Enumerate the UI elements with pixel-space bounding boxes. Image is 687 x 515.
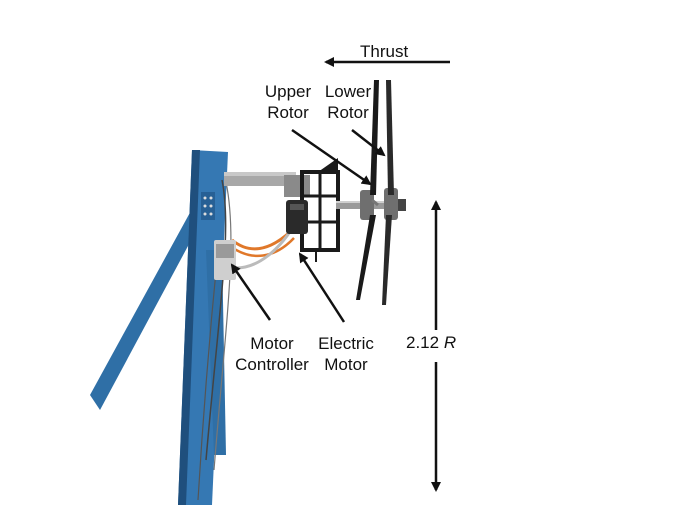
upper-rotor-label-line2: Rotor [267, 103, 309, 122]
dimension-value: 2.12 [406, 333, 440, 352]
lower-rotor-arrow [351, 129, 386, 157]
lower-rotor-label: Lower Rotor [318, 81, 378, 123]
stand-column-edge [178, 150, 200, 505]
upper-rotor-arrow [291, 128, 372, 186]
rotor-boom [224, 172, 310, 197]
electric-motor-label-line1: Electric [318, 334, 374, 353]
motor-controller [214, 240, 236, 280]
annotations [230, 57, 450, 492]
upper-rotor-blade [356, 215, 376, 300]
stand-left-leg [90, 198, 210, 410]
upper-rotor-hub [360, 190, 374, 220]
lower-rotor-label-line1: Lower [324, 82, 372, 101]
electric-motor [286, 200, 308, 234]
motor-controller-arrow [230, 263, 272, 321]
motor-controller-label-line1: Motor [250, 334, 294, 353]
electric-motor-label: Electric Motor [310, 333, 382, 375]
lower-rotor-blade [382, 215, 392, 305]
dimension-label: 2.12 R [406, 332, 456, 353]
motor-controller-label: Motor Controller [230, 333, 314, 375]
upper-rotor-blade [370, 80, 379, 195]
thrust-label: Thrust [360, 42, 409, 61]
upper-rotor-label-line1: Upper [264, 82, 312, 101]
stand-bolt-plate [201, 192, 215, 220]
dimension-symbol: R [443, 333, 457, 352]
motor-controller-label-line2: Controller [235, 355, 309, 374]
rotor-blades [356, 80, 394, 305]
lower-rotor-hub [384, 188, 398, 220]
rotor-shaft [336, 188, 406, 220]
upper-rotor-label: Upper Rotor [258, 81, 318, 123]
lower-rotor-label-line2: Rotor [327, 103, 369, 122]
lower-rotor-blade [386, 80, 394, 195]
electric-motor-arrow [298, 252, 346, 323]
electric-motor-label-line2: Motor [324, 355, 368, 374]
